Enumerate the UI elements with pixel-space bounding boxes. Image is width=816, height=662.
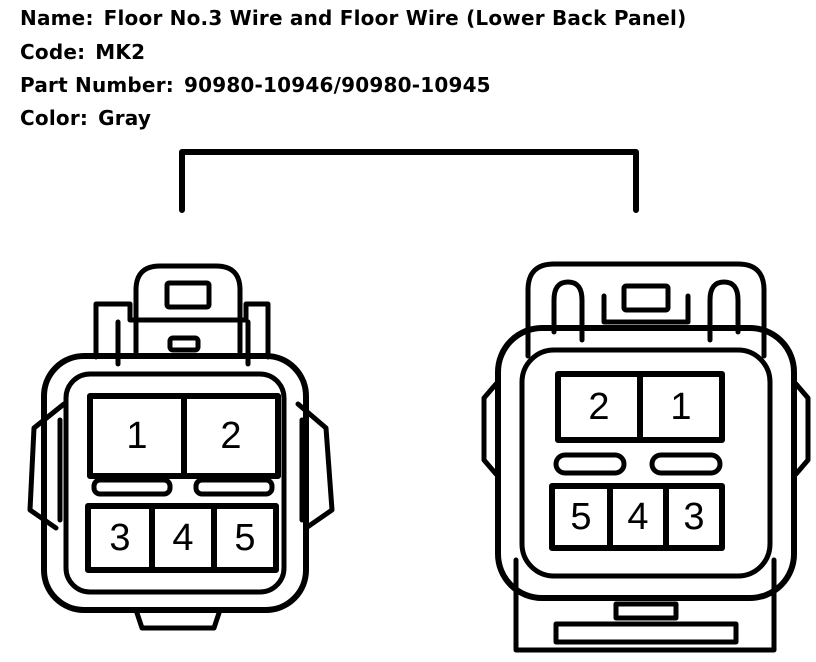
left-pin-5: 5 [234, 517, 255, 559]
wire-link [179, 149, 639, 213]
name-value: Floor No.3 Wire and Floor Wire (Lower Ba… [103, 6, 687, 30]
code-line: Code: MK2 [20, 40, 145, 64]
left-pin-3: 3 [109, 517, 130, 559]
color-line: Color: Gray [20, 106, 151, 130]
code-label: Code: [20, 40, 86, 64]
part-number-label: Part Number: [20, 73, 174, 97]
right-pin-2: 2 [588, 386, 609, 428]
part-number-line: Part Number: 90980-10946/90980-10945 [20, 73, 491, 97]
right-pin-3: 3 [683, 496, 704, 538]
left-pin-2: 2 [220, 415, 241, 457]
right-pin-5: 5 [570, 496, 591, 538]
code-value: MK2 [95, 40, 146, 64]
name-label: Name: [20, 6, 94, 30]
right-lock-hood [525, 261, 767, 359]
name-line: Name: Floor No.3 Wire and Floor Wire (Low… [20, 6, 686, 30]
right-pin-1: 1 [670, 386, 691, 428]
color-label: Color: [20, 106, 89, 130]
left-connector [27, 263, 335, 631]
right-pin-4: 4 [627, 496, 648, 538]
part-number-value: 90980-10946/90980-10945 [183, 73, 491, 97]
color-value: Gray [98, 106, 152, 130]
left-pin-1: 1 [126, 415, 147, 457]
right-connector [481, 261, 811, 653]
left-pin-4: 4 [172, 517, 193, 559]
left-lock-tab [133, 263, 243, 355]
